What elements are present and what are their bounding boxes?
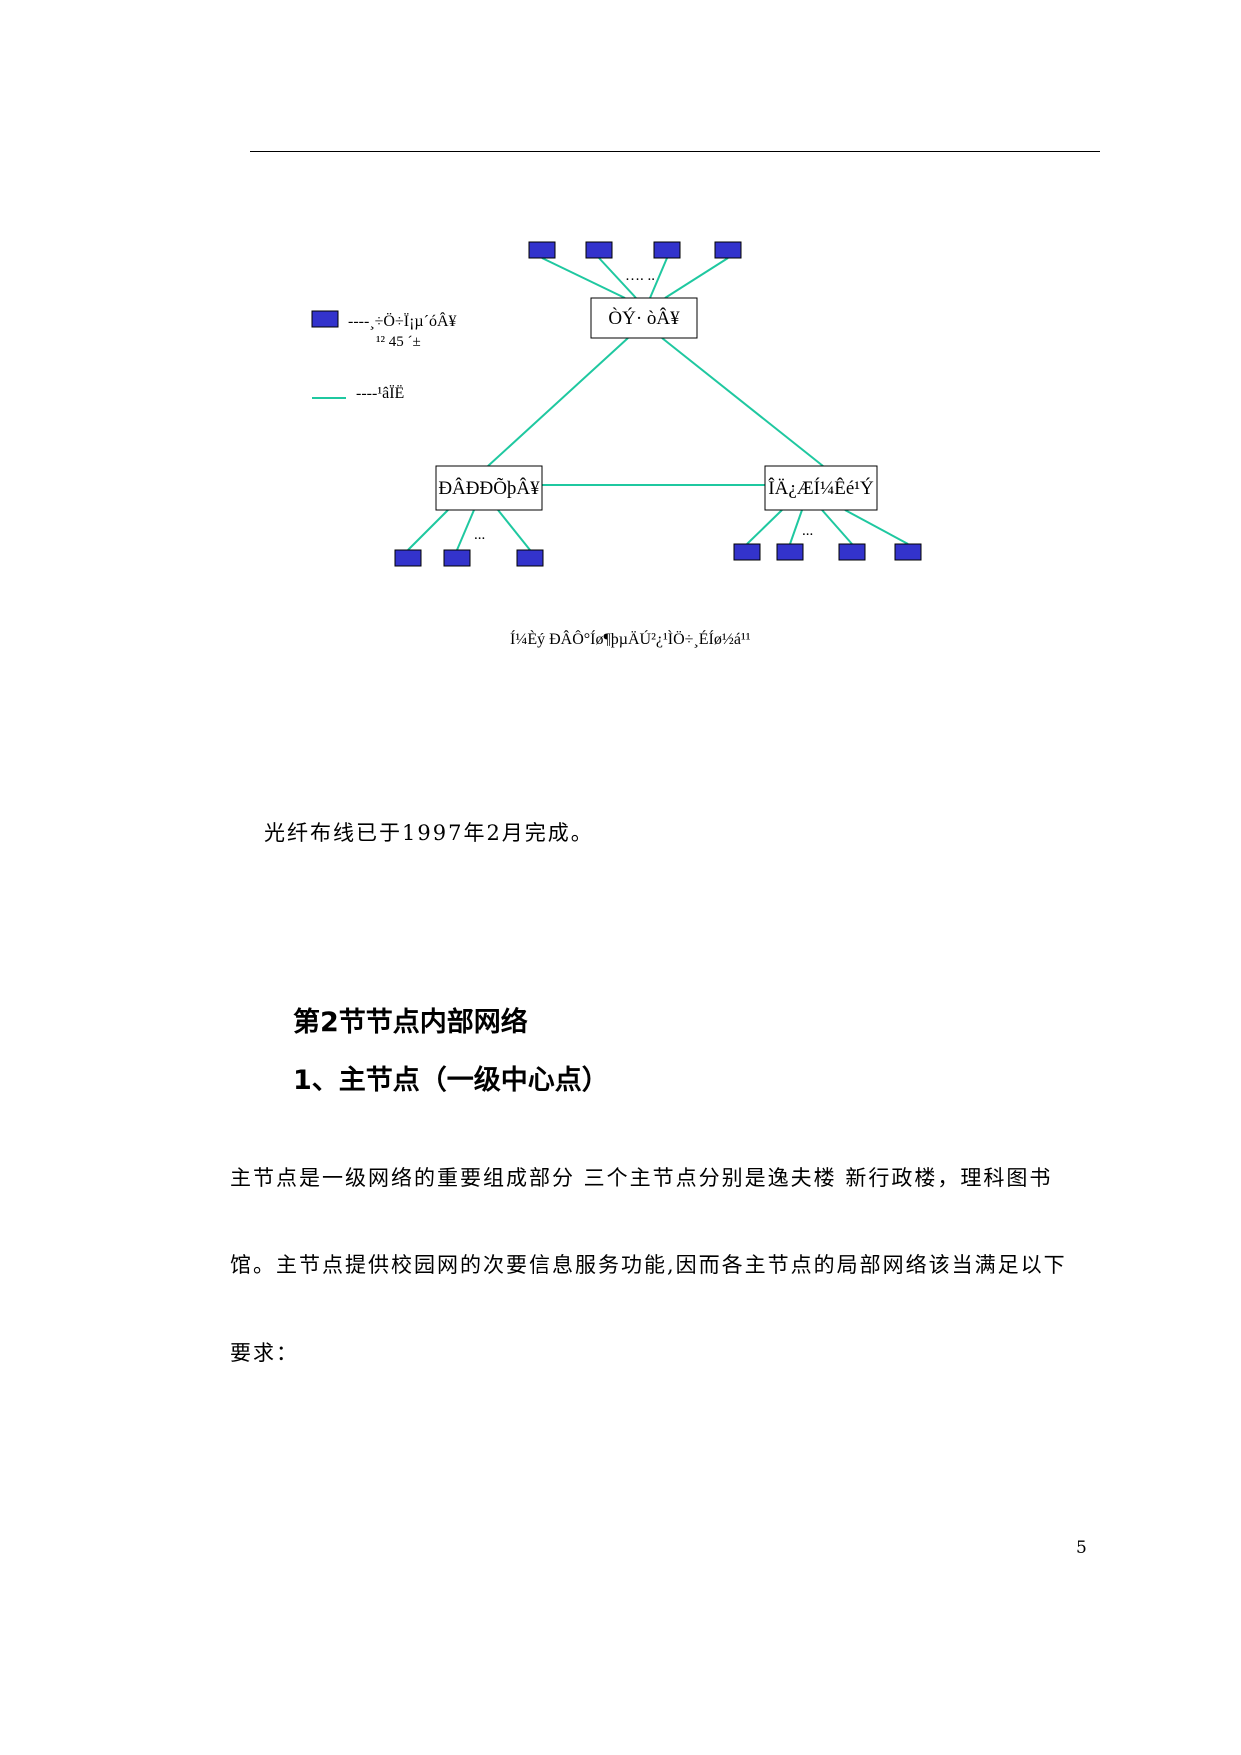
link-line [649, 257, 668, 299]
paragraph-line: 主节点是一级网络的重要组成部分 三个主节点分别是逸夫楼 新行政楼，理科图书 [230, 1166, 1053, 1190]
center-node-label: ÒÝ· òÂ¥ [608, 307, 680, 329]
building-node [443, 549, 471, 567]
building-node [653, 241, 681, 259]
building-node [394, 549, 422, 567]
building-node [528, 241, 556, 259]
link-line [746, 509, 783, 545]
top-ellipsis: …. .. [625, 268, 655, 284]
building-node [516, 549, 544, 567]
diagram-caption: Í¼Èý ÐÂÔ°Íø¶þµÄÚ²¿¹ÌÖ÷¸ÉÍø½á¹¹ [510, 629, 751, 648]
header-rule [250, 151, 1100, 152]
left-node-box [435, 465, 543, 511]
building-node [776, 543, 804, 561]
link-line [598, 257, 637, 299]
legend-node-count: ¹² 45 ´± [376, 334, 421, 350]
right-ellipsis: ... [802, 523, 813, 539]
link-line [844, 509, 909, 545]
link-line [497, 509, 531, 551]
building-node [733, 543, 761, 561]
center-node-box [590, 297, 698, 339]
building-node [838, 543, 866, 561]
building-node [894, 543, 922, 561]
link-line [541, 257, 626, 299]
link-line [661, 337, 824, 467]
building-node [714, 241, 742, 259]
page-number: 5 [1076, 1538, 1087, 1558]
link-line [789, 509, 803, 545]
link-line [487, 337, 629, 467]
legend-link-text: ----¹âÏË [356, 384, 404, 402]
link-line [456, 509, 475, 551]
legend-node-swatch [311, 310, 339, 328]
left-node-label: ÐÂÐÐÕþÂ¥ [438, 477, 540, 499]
paragraph-line: 馆。主节点提供校园网的次要信息服务功能,因而各主节点的局部网络该当满足以下 [230, 1253, 1067, 1277]
legend-node-text: ----¸÷Ö÷Ï¡µ´óÂ¥ [348, 311, 457, 330]
building-node [585, 241, 613, 259]
section-heading: 第2节节点内部网络 [293, 1007, 528, 1038]
right-node-box [764, 465, 878, 511]
network-diagram: ÒÝ· òÂ¥ ÐÂÐÐÕþÂ¥ ÎÄ¿ÆÍ¼Êé¹Ý …. .. ... ..… [311, 241, 922, 648]
subsection-heading: 1、主节点（一级中心点） [293, 1065, 609, 1096]
link-line [821, 509, 853, 545]
link-line [664, 257, 729, 299]
left-ellipsis: ... [474, 527, 485, 543]
right-node-label: ÎÄ¿ÆÍ¼Êé¹Ý [768, 477, 874, 499]
paragraph-line: 要求： [230, 1341, 299, 1365]
link-line [407, 509, 449, 551]
completion-note: 光纤布线已于1997年2月完成。 [264, 821, 594, 845]
